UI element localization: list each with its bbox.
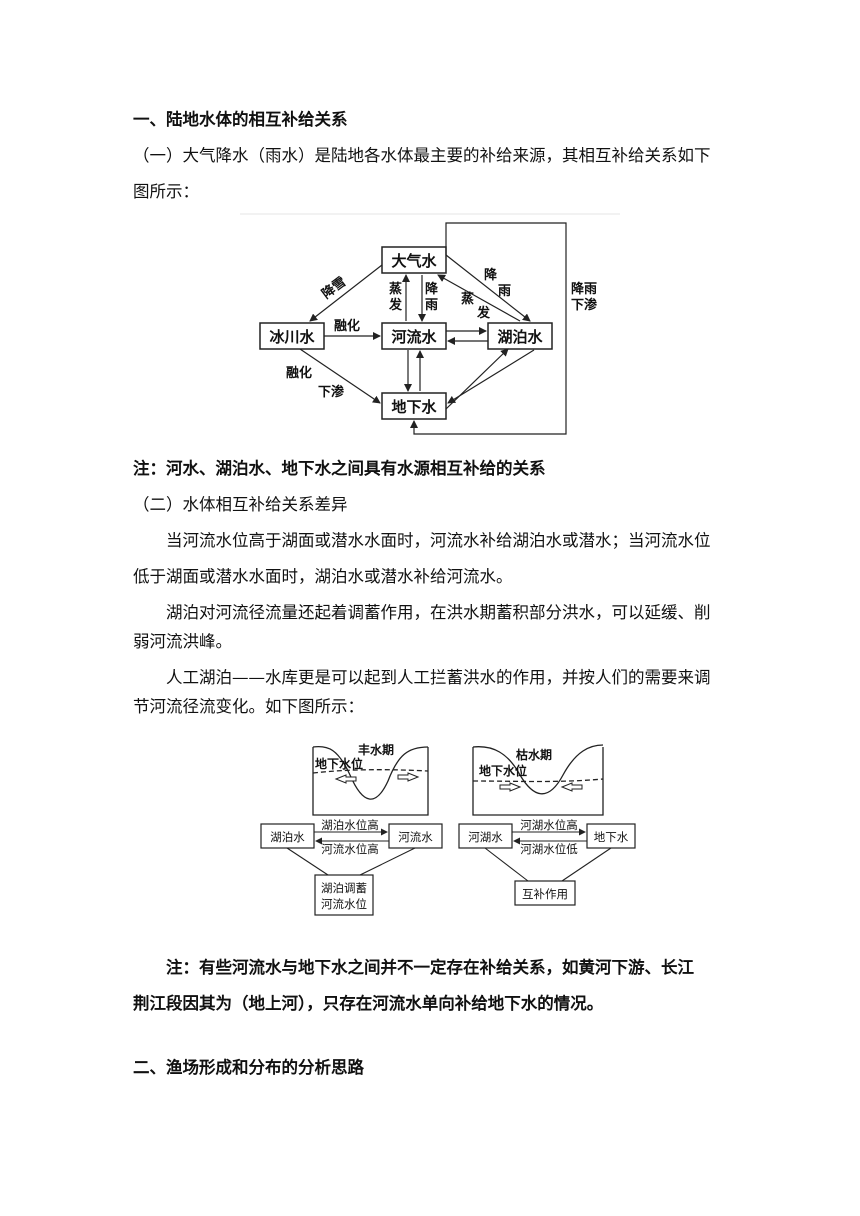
label-rain-river: 降 [425,281,439,297]
label-lake-regulates-2: 河流水位 [321,897,367,911]
label-lake-water: 湖泊水 [270,830,305,844]
flood-groundwater-label: 地下水位 [315,756,363,771]
label-seepage: 下渗 [318,384,345,400]
note-2-line-1: 注：有些河流水与地下水之间并不一定存在补给关系，如黄河下游、长江 [166,958,694,977]
flood-groundwater-table [312,769,429,774]
label-rain-seepage: 下渗 [571,297,598,313]
label-groundwater: 地下水 [594,830,629,844]
paragraph-line: 当河流水位高于湖面或潜水水面时，河流水补给湖泊水或潜水；当河流水位 [166,531,711,550]
node-box-atmosphere [381,246,447,274]
label-river-lake-level-high: 河湖水位高 [520,818,578,832]
label-rain-lake: 降 [484,267,498,283]
box-river-water [388,823,443,849]
label-melt-to-river: 融化 [334,318,360,334]
label-river-water: 河流水 [398,830,433,844]
label-evaporation-river: 蒸 [389,281,402,297]
paragraph-line: 弱河流洪峰。 [133,632,232,651]
flood-basin-frame [312,747,429,816]
label-snowfall: 降雪 [319,274,349,302]
flow-arrow [499,782,522,792]
node-box-lake [487,322,553,350]
note-2-line-2: 荆江段因其为（地上河），只存在河流水单向补给地下水的情况。 [133,994,604,1013]
label-complementary: 互补作用 [522,887,568,901]
flow-arrow [397,772,420,782]
label-lake-regulates-1: 湖泊调蓄 [321,881,367,895]
box-groundwater [586,823,636,849]
box-complementary [514,880,576,906]
node-groundwater: 地下水 [391,398,437,416]
paragraph-line: （一）大气降水（雨水）是陆地各水体最主要的补给来源，其相互补给关系如下 [133,146,711,165]
paragraph-line: 节河流径流变化。如下图所示： [133,697,364,716]
label-evaporation-lake: 蒸 [461,291,474,307]
dry-groundwater-label: 地下水位 [479,763,527,778]
label-lake-level-high: 湖泊水位高 [321,818,379,832]
section-1-heading: 一、陆地水体的相互补给关系 [133,110,348,129]
paragraph-line: 人工湖泊——水库更是可以起到人工拦蓄洪水的作用，并按人们的需要来调 [166,668,711,687]
label-river-level-high: 河流水位高 [321,842,379,856]
node-box-river [381,322,447,350]
node-glacier: 冰川水 [269,328,315,346]
node-atmosphere: 大气水 [391,252,437,270]
flood-season-label: 丰水期 [358,742,394,757]
label-rain-seepage: 降雨 [571,281,597,297]
label-melt-to-groundwater: 融化 [286,365,312,381]
box-river-lake-water [458,823,513,849]
label-river-lake-level-low: 河湖水位低 [520,842,578,856]
label-evaporation-river: 发 [388,297,403,313]
paragraph-line: 图所示： [133,182,199,201]
dry-groundwater-table [472,778,604,783]
dry-river-bed [472,744,604,795]
water-supply-diagram: 大气水 冰川水 河流水 湖泊水 地下水 降雪 蒸 发 降 雨 降 雨 蒸 发 降… [240,213,620,435]
box-lake-regulates [314,874,374,916]
label-river-lake-water: 河湖水 [468,830,503,844]
dry-season-label: 枯水期 [516,747,552,762]
label-rain-lake: 雨 [498,284,511,299]
section-2-heading: 二、渔场形成和分布的分析思路 [133,1058,364,1077]
flow-arrow [560,782,583,792]
node-box-groundwater [381,392,447,420]
label-rain-river: 雨 [425,298,438,313]
node-box-glacier [259,322,325,350]
node-lake: 湖泊水 [497,328,543,346]
note-1: 注：河水、湖泊水、地下水之间具有水源相互补给的关系 [133,459,546,478]
paragraph-line: 低于湖面或潜水水面时，湖泊水或潜水补给河流水。 [133,567,513,586]
subsection-2-title: （二）水体相互补给关系差异 [133,495,348,514]
seasonal-recharge-diagram: 丰水期 地下水位 枯水期 地下水位 湖泊水 河流水 湖泊水位高 河流水位高 湖泊… [260,742,636,916]
flood-river-bed [312,745,429,800]
node-river: 河流水 [391,328,437,346]
paragraph-line: 湖泊对河流径流量还起着调蓄作用，在洪水期蓄积部分洪水，可以延缓、削 [166,603,711,622]
flow-arrow [334,774,357,784]
label-evaporation-lake: 发 [476,305,491,321]
